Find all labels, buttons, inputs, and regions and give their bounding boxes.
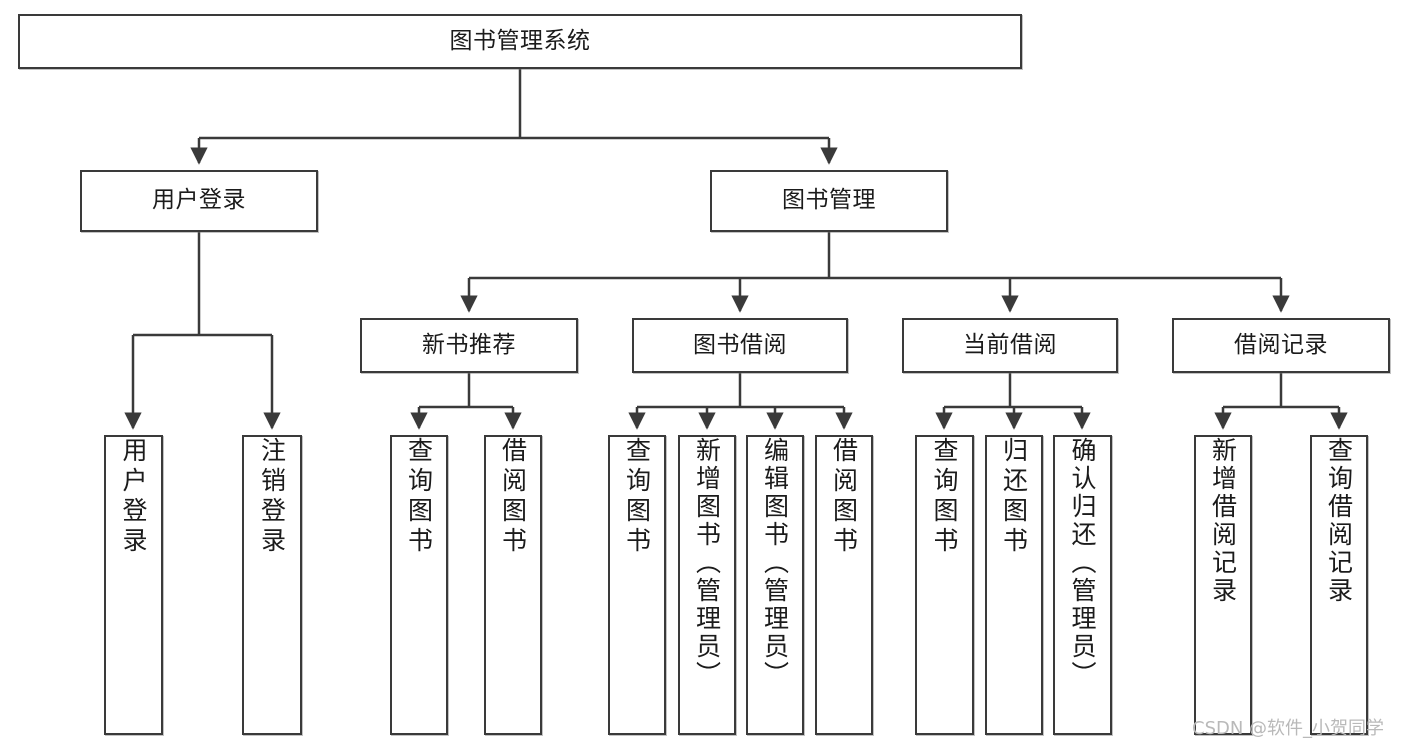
node-new-book-recommend[interactable]: 新书推荐 bbox=[360, 318, 578, 373]
leaf-return-book[interactable]: 归还图书 bbox=[985, 435, 1043, 735]
leaf-query-book-current[interactable]: 查询图书 bbox=[915, 435, 974, 735]
leaf-borrow-book[interactable]: 借阅图书 bbox=[815, 435, 873, 735]
node-book-borrow[interactable]: 图书借阅 bbox=[632, 318, 848, 373]
node-book-manage[interactable]: 图书管理 bbox=[710, 170, 948, 232]
csdn-watermark: CSDN @软件_小贺同学 bbox=[1192, 718, 1385, 739]
node-user-login[interactable]: 用户登录 bbox=[80, 170, 318, 232]
leaf-add-book[interactable]: 新增图书（管理员） bbox=[678, 435, 736, 735]
node-current-borrow[interactable]: 当前借阅 bbox=[902, 318, 1118, 373]
leaf-add-record[interactable]: 新增借阅记录 bbox=[1194, 435, 1252, 735]
leaf-user-logout[interactable]: 注销登录 bbox=[242, 435, 302, 735]
node-new-book-recommend-label: 新书推荐 bbox=[422, 331, 516, 358]
node-borrow-record-label: 借阅记录 bbox=[1234, 331, 1328, 358]
leaf-return-book-label: 归还图书 bbox=[999, 437, 1029, 557]
leaf-query-book-current-label: 查询图书 bbox=[930, 437, 959, 557]
leaf-query-record[interactable]: 查询借阅记录 bbox=[1310, 435, 1368, 735]
leaf-add-book-label: 新增图书（管理员） bbox=[692, 437, 722, 689]
leaf-query-record-label: 查询借阅记录 bbox=[1324, 437, 1354, 605]
leaf-query-book-borrow[interactable]: 查询图书 bbox=[608, 435, 666, 735]
node-current-borrow-label: 当前借阅 bbox=[963, 331, 1057, 358]
leaf-add-record-label: 新增借阅记录 bbox=[1208, 437, 1238, 605]
node-book-manage-label: 图书管理 bbox=[782, 187, 876, 214]
leaf-edit-book[interactable]: 编辑图书（管理员） bbox=[746, 435, 804, 735]
leaf-query-book-rec-label: 查询图书 bbox=[404, 437, 434, 557]
leaf-borrow-book-label: 借阅图书 bbox=[829, 437, 859, 557]
node-user-login-label: 用户登录 bbox=[152, 187, 246, 214]
leaf-user-logout-label: 注销登录 bbox=[257, 437, 287, 557]
leaf-confirm-return-label: 确认归还（管理员） bbox=[1068, 437, 1097, 689]
leaf-edit-book-label: 编辑图书（管理员） bbox=[760, 437, 790, 689]
leaf-confirm-return[interactable]: 确认归还（管理员） bbox=[1053, 435, 1112, 735]
node-borrow-record[interactable]: 借阅记录 bbox=[1172, 318, 1390, 373]
node-book-borrow-label: 图书借阅 bbox=[693, 331, 787, 358]
leaf-user-login-label: 用户登录 bbox=[119, 437, 148, 557]
node-root[interactable]: 图书管理系统 bbox=[18, 14, 1022, 69]
node-root-label: 图书管理系统 bbox=[449, 27, 591, 54]
leaf-borrow-book-rec[interactable]: 借阅图书 bbox=[484, 435, 542, 735]
leaf-query-book-rec[interactable]: 查询图书 bbox=[390, 435, 448, 735]
leaf-query-book-borrow-label: 查询图书 bbox=[622, 437, 652, 557]
leaf-borrow-book-rec-label: 借阅图书 bbox=[498, 437, 528, 557]
leaf-user-login[interactable]: 用户登录 bbox=[104, 435, 163, 735]
